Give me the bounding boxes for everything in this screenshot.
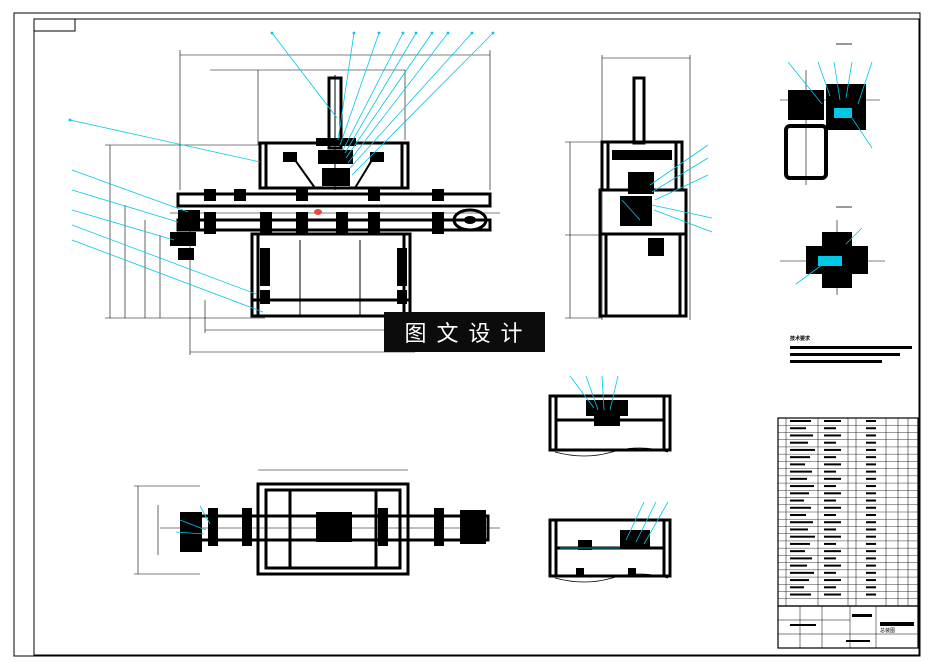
parts-list: [777, 417, 919, 607]
sheet-border: [13, 12, 921, 657]
title-block: [777, 605, 919, 649]
side-view: [565, 55, 713, 320]
detail-view-d: [548, 501, 672, 583]
detail-view-a: [780, 43, 880, 185]
technical-notes: [790, 346, 912, 363]
front-view: [68, 31, 500, 355]
watermark-stamp: 图文设计: [384, 312, 545, 352]
detail-view-b: [780, 206, 885, 295]
title-block-name: 总装图: [880, 628, 896, 634]
top-view: [134, 469, 500, 576]
notes-title: 技术要求: [790, 336, 811, 342]
detail-view-c: [548, 375, 672, 457]
